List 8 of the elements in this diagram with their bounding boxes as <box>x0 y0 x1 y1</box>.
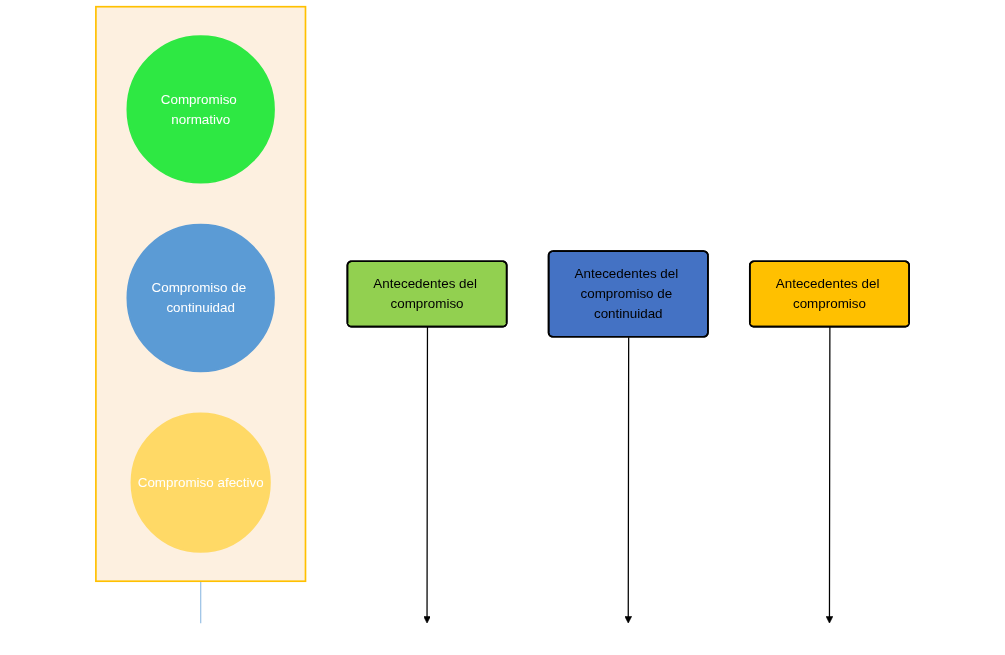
cluster <box>95 5 307 583</box>
connector <box>200 580 202 624</box>
arrow <box>423 326 431 624</box>
node-circle: Compromiso de continuidad <box>126 223 275 373</box>
node-circle: Compromiso normativo <box>126 35 275 184</box>
node-circle: Compromiso afectivo <box>130 412 271 553</box>
arrow <box>825 326 834 624</box>
arrow <box>624 336 632 624</box>
